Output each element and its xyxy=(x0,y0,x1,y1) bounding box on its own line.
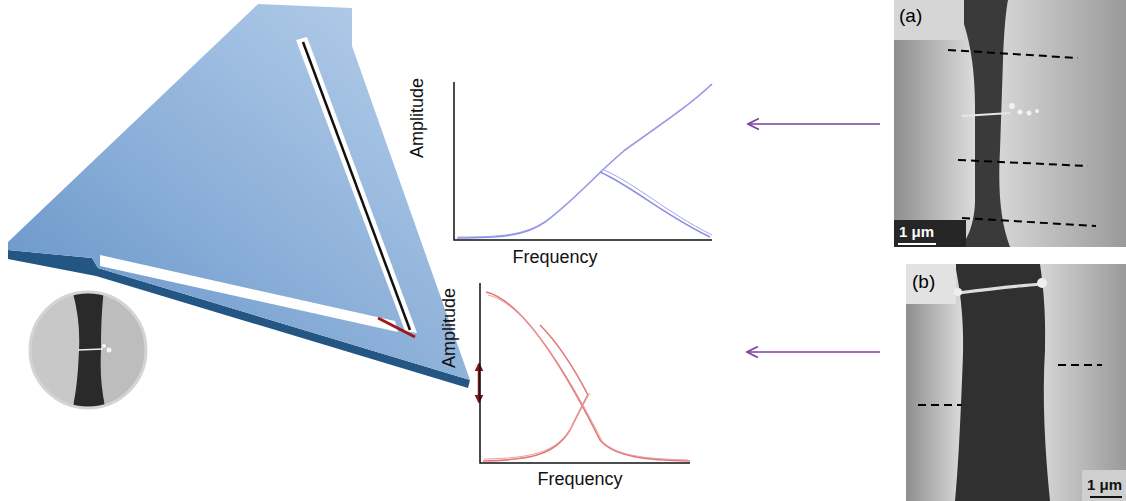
electrode-highlight xyxy=(1082,470,1126,501)
nanowire xyxy=(962,113,1010,116)
pointer-arrow xyxy=(748,123,880,125)
plot-panel: AmplitudeFrequency xyxy=(430,276,745,492)
electrode xyxy=(906,264,963,501)
scale-label: 1 μm xyxy=(899,224,934,241)
axis-label: Frequency xyxy=(537,470,622,490)
panel-label: (a) xyxy=(899,6,922,27)
inset-gap xyxy=(74,290,104,410)
response-curve xyxy=(600,172,710,237)
slot xyxy=(296,37,417,333)
electrode xyxy=(999,0,1126,247)
particle xyxy=(1018,110,1023,115)
inset-blob xyxy=(102,344,106,348)
response-plot xyxy=(480,283,690,463)
panel-label: (b) xyxy=(912,272,935,293)
dashed-guide xyxy=(958,160,1088,166)
micrograph xyxy=(894,0,1126,247)
dashed-guide xyxy=(962,218,1096,226)
inset-ground xyxy=(28,290,148,410)
inset-blob xyxy=(107,348,112,353)
inset-micrograph xyxy=(28,290,148,410)
pointer-arrow xyxy=(747,351,880,353)
slot-edge xyxy=(303,42,410,330)
dashed-guide xyxy=(1058,364,1102,366)
scale-bar xyxy=(898,243,936,245)
electrode-highlight xyxy=(906,264,956,304)
particle xyxy=(1027,111,1032,116)
response-curve xyxy=(486,292,690,461)
particle xyxy=(1009,103,1015,109)
dashed-guide xyxy=(948,50,1078,58)
nanowire xyxy=(378,318,415,337)
nanowire xyxy=(958,284,1042,293)
particle xyxy=(1035,109,1039,113)
sem-image: (a) 1 μm xyxy=(894,0,1126,247)
micrograph-ground xyxy=(906,264,1126,501)
scale-bar xyxy=(1090,496,1122,498)
response-curve xyxy=(484,393,590,459)
inset-border xyxy=(30,292,146,408)
response-curve xyxy=(458,86,710,237)
axes xyxy=(454,82,712,240)
inset-pad xyxy=(101,290,148,410)
sem-image: (b) 1 μm xyxy=(906,264,1126,501)
inset-pad xyxy=(28,290,79,410)
electrode-highlight xyxy=(894,0,964,40)
slot xyxy=(100,255,398,332)
electrode xyxy=(894,0,975,247)
micrograph xyxy=(906,264,1126,501)
axis-label: Amplitude xyxy=(408,78,428,158)
particle xyxy=(1037,278,1047,288)
response-curve xyxy=(483,325,588,461)
dashed-guide xyxy=(918,404,962,406)
micrograph-shadow xyxy=(894,220,966,247)
response-curve xyxy=(488,295,688,460)
electrode xyxy=(1040,264,1126,501)
response-plot xyxy=(454,82,712,240)
plot-panel: AmplitudeFrequency xyxy=(405,76,745,270)
axis-label: Frequency xyxy=(512,248,597,268)
response-curve xyxy=(604,170,712,235)
axes xyxy=(480,283,690,463)
scale-label: 1 μm xyxy=(1087,477,1122,494)
micrograph-ground xyxy=(894,0,1126,247)
axis-label: Amplitude xyxy=(440,288,460,368)
particle xyxy=(954,288,962,296)
inset-wire xyxy=(78,349,103,350)
response-curve xyxy=(457,84,712,238)
